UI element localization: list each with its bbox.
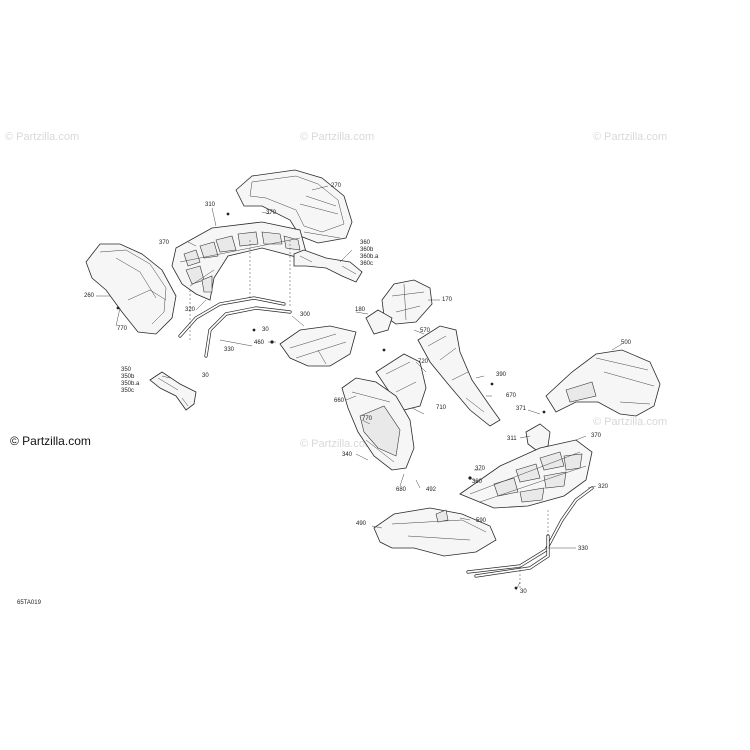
part-311-bracket	[525, 423, 551, 451]
fastener	[514, 586, 518, 590]
part-350-bracket	[149, 371, 197, 411]
callout-340: 340	[342, 452, 353, 458]
callout-460: 460	[254, 340, 265, 346]
callout-770: 770	[362, 416, 373, 422]
callout-680: 680	[396, 487, 407, 493]
callout-180: 180	[355, 307, 366, 313]
callout-370: 370	[159, 240, 170, 246]
callout-260: 260	[84, 293, 95, 299]
callout-350: 350	[121, 367, 132, 373]
callout-360b-a: 360b.a	[360, 254, 379, 260]
fastener	[468, 476, 472, 480]
callout-170: 170	[442, 297, 453, 303]
callout-390: 390	[496, 372, 507, 378]
callout-380: 380	[472, 479, 483, 485]
callout-720: 720	[418, 359, 429, 365]
brand-watermark: © Partzilla.com	[10, 434, 91, 448]
watermark: © Partzilla.com	[593, 131, 667, 143]
part-500-rear-fender	[545, 349, 661, 417]
fastener	[226, 212, 230, 216]
part-660-side-panel	[341, 377, 415, 471]
fastener	[116, 306, 120, 310]
callout-371: 371	[516, 406, 527, 412]
callout-490: 490	[356, 521, 367, 527]
watermarks: © Partzilla.com © Partzilla.com © Partzi…	[5, 131, 667, 450]
fastener	[542, 410, 546, 414]
part-170-cover	[381, 279, 433, 325]
part-300-panel	[279, 325, 357, 367]
diagram-code: 65TA019	[17, 600, 41, 606]
callout-660: 660	[334, 398, 345, 404]
part-180-bracket	[365, 309, 393, 335]
callout-320: 320	[598, 484, 609, 490]
callout-570: 570	[420, 328, 431, 334]
callout-350c: 350c	[121, 388, 134, 394]
part-310-front-rack	[171, 221, 307, 301]
callout-330: 330	[578, 546, 589, 552]
fastener	[382, 348, 386, 352]
callout-30: 30	[520, 589, 527, 595]
callout-360b: 360b	[360, 247, 374, 253]
leader-lines	[96, 185, 623, 591]
callout-360: 360	[360, 240, 371, 246]
callout-310: 310	[205, 202, 216, 208]
callout-670: 670	[506, 393, 517, 399]
callout-370: 370	[475, 466, 486, 472]
callout-500: 500	[621, 340, 632, 346]
fastener	[490, 382, 494, 386]
part-260-left-fender	[85, 243, 177, 335]
part-270-front-fender	[235, 169, 353, 244]
callout-311: 311	[507, 436, 517, 442]
fasteners	[116, 212, 546, 590]
part-370-rear-rack	[459, 439, 593, 509]
callout-590: 590	[476, 518, 487, 524]
callout-492: 492	[426, 487, 437, 493]
watermark: © Partzilla.com	[300, 438, 374, 450]
part-490-lower-panel	[373, 507, 497, 557]
part-670-center-console	[417, 325, 501, 427]
callout-350b: 350b	[121, 374, 135, 380]
callout-300: 300	[300, 312, 311, 318]
callout-30: 30	[262, 327, 269, 333]
callout-710: 710	[436, 405, 447, 411]
watermark: © Partzilla.com	[5, 131, 79, 143]
part-320-330-front-rails	[178, 240, 292, 358]
callout-770: 770	[117, 326, 128, 332]
watermark: © Partzilla.com	[593, 416, 667, 428]
callout-30: 30	[202, 373, 209, 379]
part-320-330-rear-rails	[466, 486, 594, 590]
callout-270: 270	[331, 183, 342, 189]
fastener	[252, 328, 256, 332]
callout-370: 370	[266, 210, 277, 216]
watermark: © Partzilla.com	[300, 131, 374, 143]
fastener	[270, 340, 274, 344]
callout-370: 370	[591, 433, 602, 439]
part-710-tank-cover	[375, 353, 427, 411]
callout-320: 320	[185, 307, 196, 313]
callout-330: 330	[224, 347, 235, 353]
callout-350b-a: 350b.a	[121, 381, 140, 387]
callout-360c: 360c	[360, 261, 373, 267]
callouts: 270 310 370 370 360 360b 360b.a 360c 260…	[84, 183, 632, 595]
part-360-bracket	[293, 249, 363, 283]
